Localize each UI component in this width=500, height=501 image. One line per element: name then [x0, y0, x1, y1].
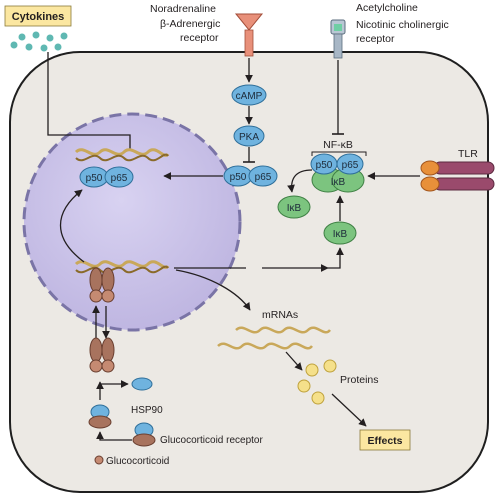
complex-p50-label: p50 [316, 160, 333, 171]
nuclear-nfkb-dimer: p50 p65 [79, 166, 134, 188]
arrow-mrna-to-proteins [285, 351, 303, 371]
cytokine-release-line [47, 52, 131, 150]
mrna-strands [217, 326, 331, 350]
cytokine-dot [32, 31, 40, 39]
cytokine-dot [60, 32, 68, 40]
tlr-receptor [420, 160, 495, 192]
arrow-gr-to-nfkb [60, 189, 85, 263]
nicotinic-receptor-label-2: receptor [356, 33, 395, 45]
p65-label: p65 [255, 172, 272, 183]
nuc-p65-label: p65 [111, 173, 128, 184]
mrnas-label: mRNAs [262, 309, 298, 321]
camp-molecule [231, 84, 267, 106]
gr-hsp90-complex [88, 404, 112, 429]
acetylcholine-label: Acetylcholine [356, 2, 418, 14]
pka-label: PKA [239, 132, 259, 143]
dna-bottom [74, 260, 170, 274]
glucocorticoid-receptor-label: Glucocorticoid receptor [160, 435, 263, 446]
effects-label: Effects [367, 435, 402, 447]
glucocorticoid-molecule [94, 455, 104, 465]
cytokine-dot [40, 44, 48, 52]
noradrenaline-label: Noradrenaline [150, 3, 216, 15]
ikb-new-label: IκB [333, 229, 348, 240]
ikb-new-molecule [323, 221, 357, 245]
arrow-ligand-binding [96, 431, 132, 441]
gr-dimer-nuclear [89, 267, 115, 303]
nuc-p50-label: p50 [86, 173, 103, 184]
glucocorticoid-label: Glucocorticoid [106, 456, 169, 467]
gr-dimer-cytoplasm [89, 337, 115, 373]
cytokine-dot [18, 33, 26, 41]
nfkb-complex: p50 p65 IκB [310, 153, 365, 193]
gr-hsp90-unbound [132, 422, 156, 447]
arrow-to-ikb-new [328, 247, 344, 269]
arrow-ikb-release [287, 169, 313, 193]
nucleus [22, 112, 242, 332]
complex-p65-label: p65 [342, 160, 359, 171]
effects-box [359, 429, 411, 451]
dna-top [74, 148, 170, 162]
cytokine-dot [25, 43, 33, 51]
arrow-proteins-to-effects [331, 393, 367, 427]
pka-molecule [233, 125, 265, 147]
protein-dots [297, 359, 337, 405]
nicotinic-receptor-label-1: Nicotinic cholinergic [356, 19, 449, 31]
beta-receptor-label-2: receptor [180, 32, 219, 44]
p50-label: p50 [230, 172, 247, 183]
beta-adrenergic-receptor [234, 13, 264, 57]
cytokine-dot [54, 43, 62, 51]
hsp90-label: HSP90 [131, 405, 163, 416]
cytokines-group: Cytokines [4, 5, 72, 52]
cytokine-dot [10, 41, 18, 49]
proteins-label: Proteins [340, 374, 379, 386]
cytoplasmic-nfkb-dimer: p50 p65 [223, 165, 278, 187]
camp-label: cAMP [236, 91, 263, 102]
nfkb-label: NF-κB [323, 139, 353, 151]
arrow-to-mrnas [175, 269, 251, 311]
ikb-free-label: IκB [287, 203, 302, 214]
tlr-label: TLR [458, 148, 478, 160]
cytokines-label: Cytokines [12, 11, 65, 23]
complex-ikb-label: IκB [331, 177, 346, 188]
ikb-free-molecule [277, 195, 311, 219]
nfkb-bracket [311, 151, 367, 156]
nicotinic-receptor [330, 19, 346, 59]
cytokines-box [4, 5, 72, 27]
hsp90-free [131, 377, 153, 391]
beta-receptor-label-1: β-Adrenergic [160, 18, 220, 30]
cytokine-dot [46, 34, 54, 42]
